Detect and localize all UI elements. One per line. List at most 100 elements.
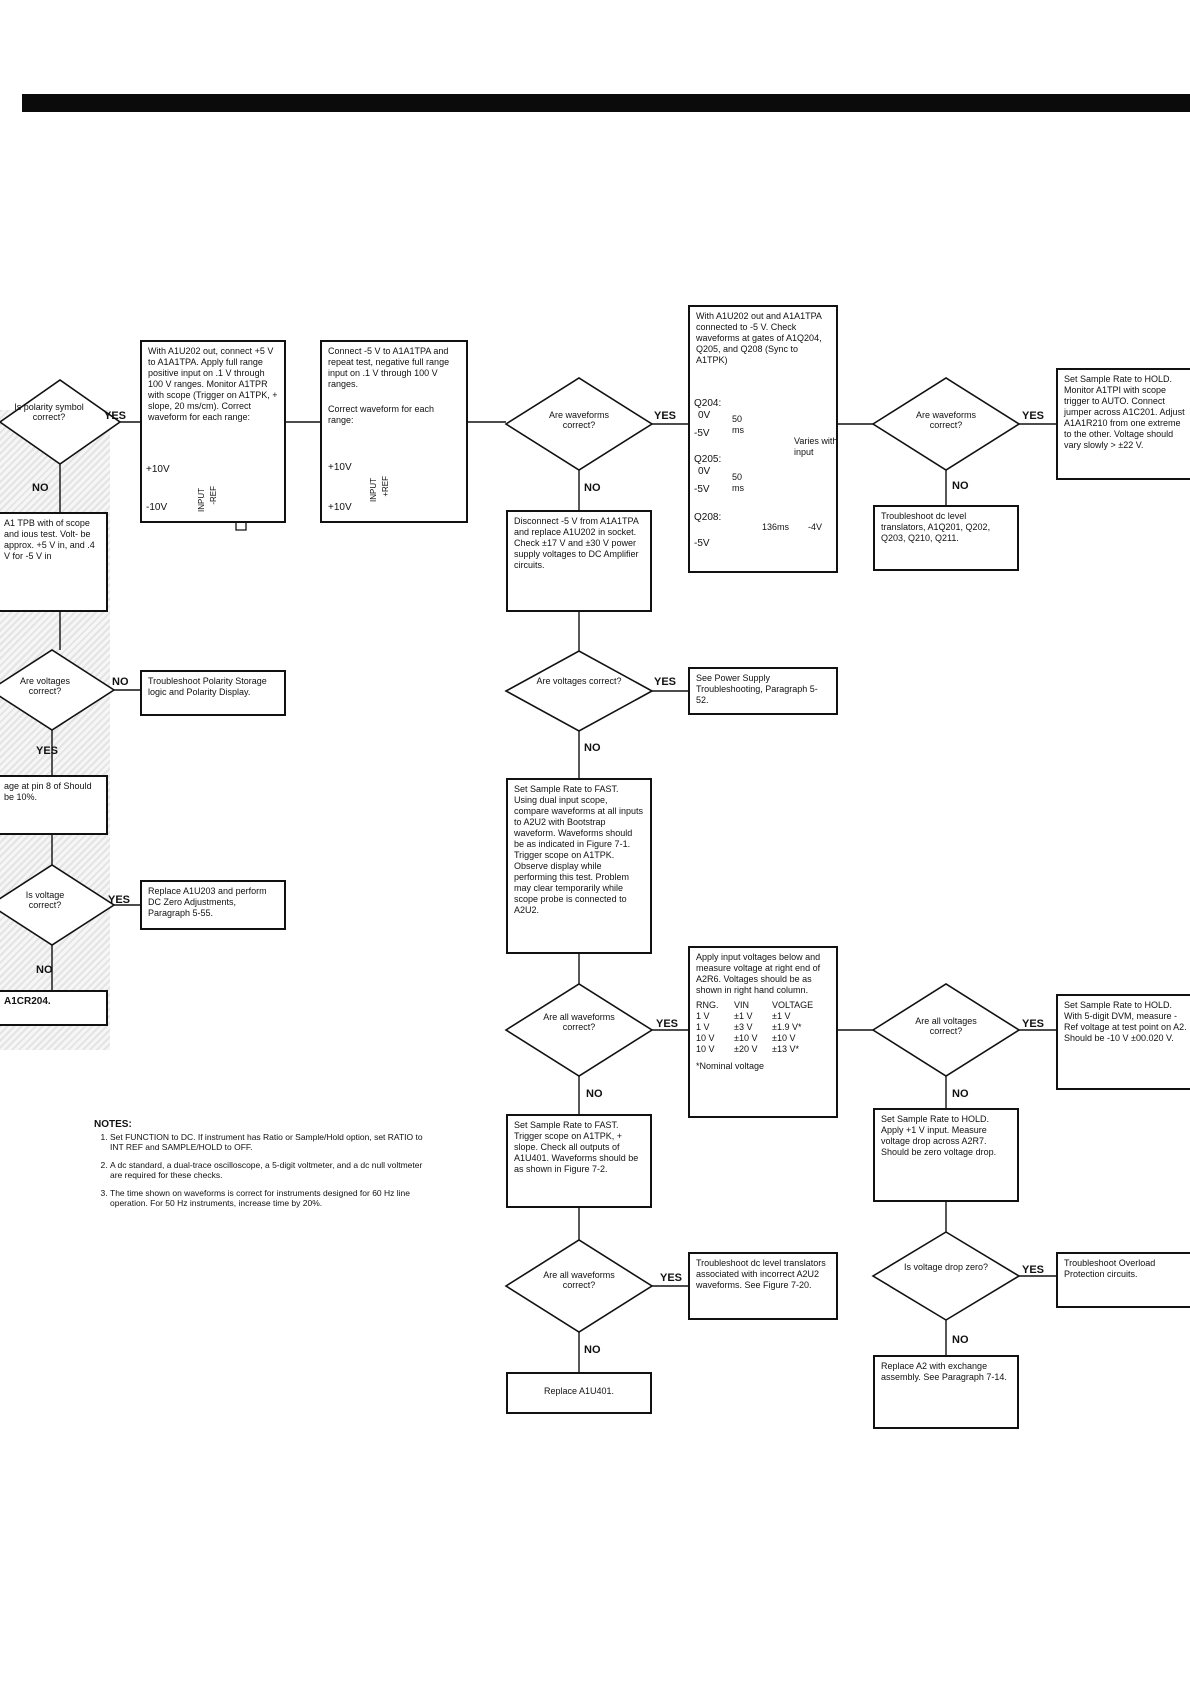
box-set-hold-1: Set Sample Rate to HOLD. Monitor A1TPI w… [1056,368,1190,480]
notes-title: NOTES: [94,1119,132,1130]
box-replace-a1u203: Replace A1U203 and perform DC Zero Adjus… [140,880,286,930]
box-connect-minus5: Connect -5 V to A1A1TPA and repeat test,… [320,340,468,523]
wf-minus4: -4V [808,522,823,532]
box-text: Replace A1U203 and perform DC Zero Adjus… [148,886,267,918]
table-header-cell: RNG. [696,1000,719,1010]
top-rule [22,94,1190,112]
diamond-label-waveforms-right: Are waveforms correct? [915,410,977,430]
table-cell: 10 V [696,1044,715,1054]
wf-q208: Q208: [694,512,722,523]
wf-input: INPUT [197,488,206,512]
box-set-hold-2: Set Sample Rate to HOLD. With 5-digit DV… [1056,994,1190,1090]
no-label: NO [36,964,53,976]
box-text: Troubleshoot dc level translators, A1Q20… [881,511,991,543]
box-text: With A1U202 out, connect +5 V to A1A1TPA… [148,346,278,422]
wf-zero-v-2: 0V [698,466,711,477]
wf-plus10-b: +10V [328,462,352,473]
wf-varies: Varies with input [794,436,838,457]
box-text: Apply input voltages below and measure v… [696,952,821,995]
wf-minus5-3: -5V [694,538,710,549]
notes-list: Set FUNCTION to DC. If instrument has Ra… [94,1132,434,1208]
table-cell: ±3 V [734,1022,753,1032]
yes-label: YES [108,894,131,906]
box-text: Set Sample Rate to HOLD. Monitor A1TPI w… [1064,374,1185,450]
table-cell: ±1 V [772,1011,791,1021]
wf-minus5: -5V [694,428,710,439]
yes-label: YES [654,676,677,688]
diamond-voltages-mid [504,650,654,732]
yes-label: YES [1022,410,1045,422]
no-label: NO [112,676,129,688]
table-cell: 1 V [696,1022,710,1032]
notes: NOTES: Set FUNCTION to DC. If instrument… [94,1120,434,1216]
table-row: 1 V ±3 V ±1.9 V* [696,1022,830,1033]
table-cell: ±10 V [734,1033,758,1043]
box-gates-check: With A1U202 out and A1A1TPA connected to… [688,305,838,573]
table-row: 1 V ±1 V ±1 V [696,1011,830,1022]
box-text: With A1U202 out and A1A1TPA connected to… [696,311,822,365]
box-left-pin: age at pin 8 of Should be 10%. [0,775,108,835]
box-text: Connect -5 V to A1A1TPA and repeat test,… [328,346,450,389]
box-disconnect: Disconnect -5 V from A1A1TPA and replace… [506,510,652,612]
box-set-hold-3: Set Sample Rate to HOLD. Apply +1 V inpu… [873,1108,1019,1202]
box-text: Set Sample Rate to HOLD. With 5-digit DV… [1064,1000,1187,1043]
no-label: NO [952,1088,969,1100]
box-text: Troubleshoot Polarity Storage logic and … [148,676,267,697]
wf-input-b: INPUT [369,478,378,502]
box-dc-level-q: Troubleshoot dc level translators, A1Q20… [873,505,1019,571]
box-set-fast-2: Set Sample Rate to FAST. Trigger scope o… [506,1114,652,1208]
diamond-voltage-drop [871,1231,1021,1321]
no-label: NO [952,1334,969,1346]
box-text: Set Sample Rate to FAST. Using dual inpu… [514,784,644,915]
table-row: 10 V±10 V±10 V [696,1033,830,1044]
wf-plus10: +10V [146,464,170,475]
box-troubleshoot-a2u2: Troubleshoot dc level translators associ… [688,1252,838,1320]
table-cell: ±13 V* [772,1044,799,1054]
wf-q204: Q204: [694,398,722,409]
yes-label: YES [654,410,677,422]
diamond-label-all-waveforms-2: Are all waveforms correct? [543,1270,615,1290]
wf-fifty-ms-2: 50 ms [732,472,744,493]
box-text: See Power Supply Troubleshooting, Paragr… [696,673,818,705]
wf-fifty-ms: 50 ms [732,414,744,435]
diamond-label-polarity-voltages: Are voltages correct? [19,676,71,696]
box-text: Troubleshoot Overload Protection circuit… [1064,1258,1156,1279]
table-cell: 1 V [696,1011,710,1021]
table-cell: ±1 V [734,1011,753,1021]
box-text: age at pin 8 of Should be 10%. [4,781,92,802]
box-set-fast-1: Set Sample Rate to FAST. Using dual inpu… [506,778,652,954]
wf-zero-v: 0V [698,410,711,421]
wf-minus-ref: -REF [209,486,218,505]
table-cell: ±10 V [772,1033,796,1043]
box-replace-a2: Replace A2 with exchange assembly. See P… [873,1355,1019,1429]
box-text-2: Correct waveform for each range: [328,404,435,425]
box-text: A1 TPB with of scope and ious test. Volt… [4,518,95,561]
note-item: Set FUNCTION to DC. If instrument has Ra… [110,1132,434,1152]
no-label: NO [952,480,969,492]
table-cell: ±20 V [734,1044,758,1054]
diamond-label-all-waveforms-1: Are all waveforms correct? [543,1012,615,1032]
note-item: A dc standard, a dual-trace oscilloscope… [110,1160,434,1180]
diamond-label-polarity-symbol: Is polarity symbol correct? [14,402,84,422]
table-header-cell: VOLTAGE [772,1000,814,1010]
no-label: NO [584,742,601,754]
note-item: The time shown on waveforms is correct f… [110,1188,434,1208]
wf-ms136: 136ms [762,522,790,532]
diamond-polarity-symbol [0,379,122,465]
voltage-table: RNG. VIN VOLTAGE 1 V ±1 V ±1 V 1 V ±3 V ±1.9 V… [696,1000,830,1072]
diamond-label-voltage-left: Is voltage correct? [25,890,65,910]
box-overload: Troubleshoot Overload Protection circuit… [1056,1252,1190,1308]
no-label: NO [584,482,601,494]
yes-label: YES [36,745,59,757]
box-text: Troubleshoot dc level translators associ… [696,1258,826,1290]
yes-label: YES [1022,1018,1045,1030]
table-header-cell: VIN [734,1000,750,1010]
box-power-supply: See Power Supply Troubleshooting, Paragr… [688,667,838,715]
box-replace-a1u401: Replace A1U401. [506,1372,652,1414]
box-left-tpb: A1 TPB with of scope and ious test. Volt… [0,512,108,612]
yes-label: YES [1022,1264,1045,1276]
table-cell: ±1.9 V* [772,1022,802,1032]
diamond-label-voltages-mid: Are voltages correct? [536,676,622,686]
box-left-cr: A1CR204. [0,990,108,1026]
box-text: Replace A1U401. [543,1386,615,1396]
